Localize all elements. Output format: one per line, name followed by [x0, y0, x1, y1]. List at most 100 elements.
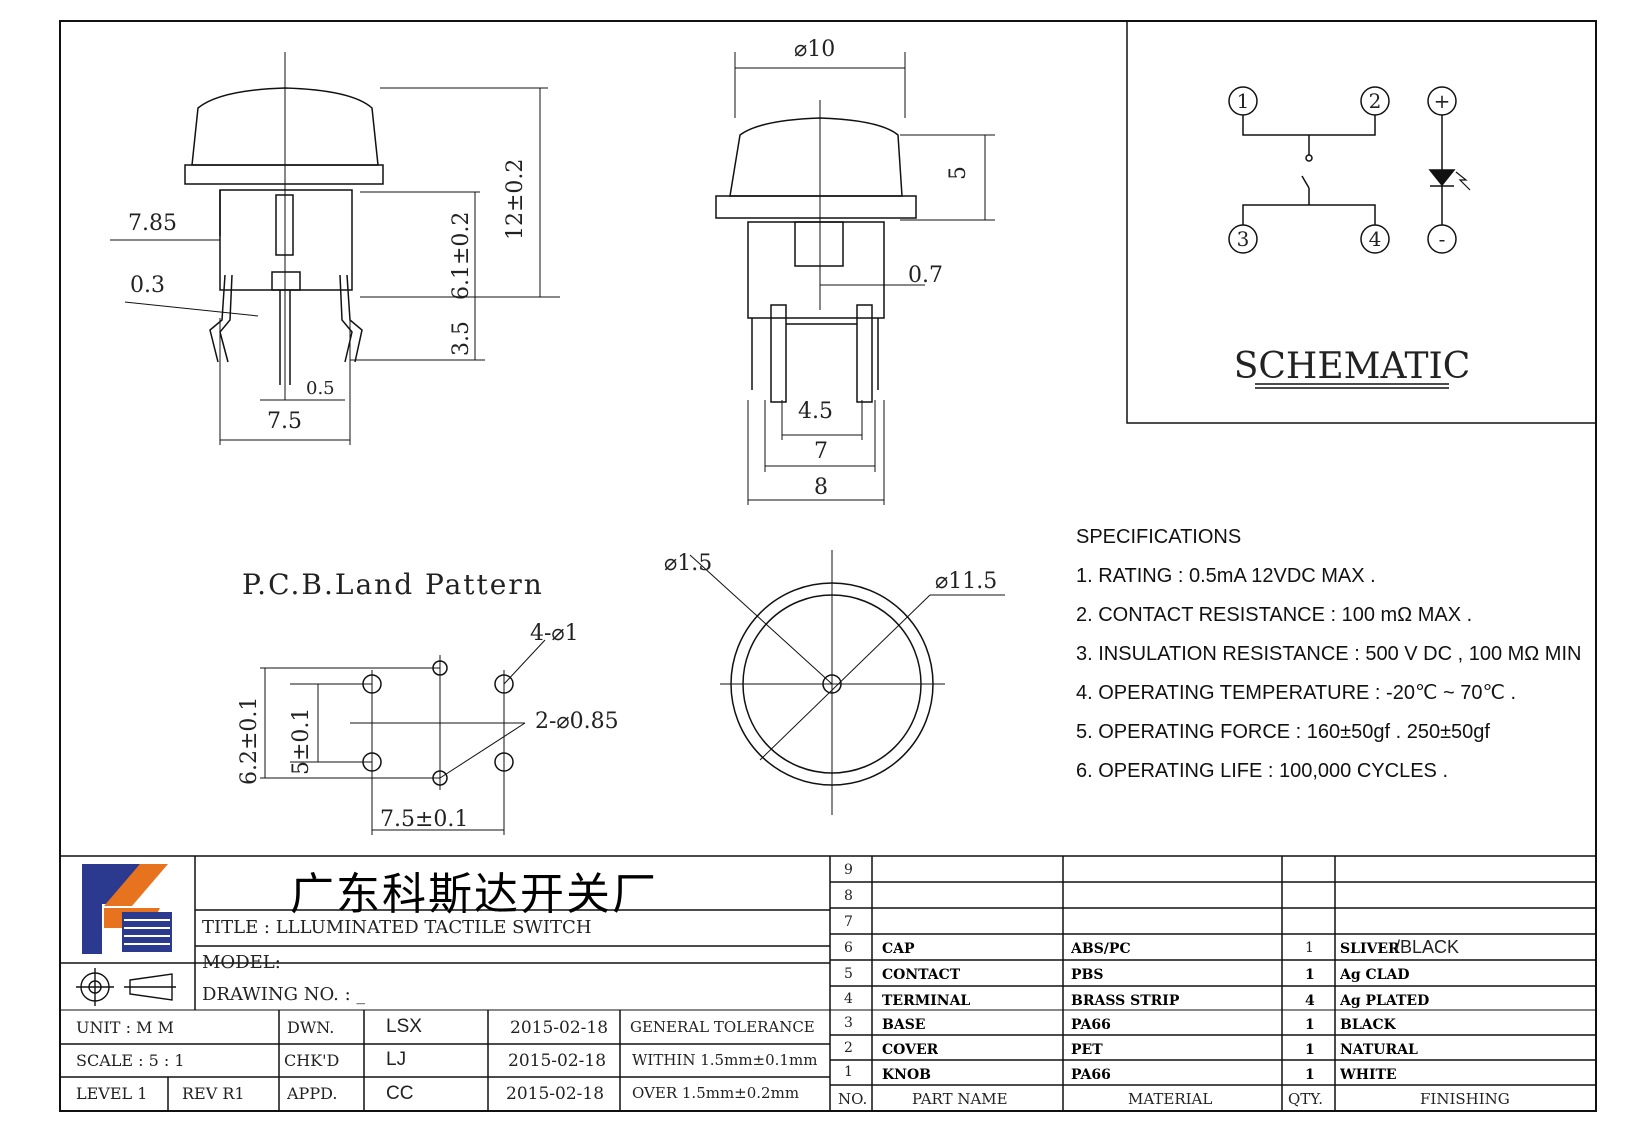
dim-pin-length: 3.5 [449, 321, 474, 356]
drawing-number: DRAWING NO. : _ [202, 984, 366, 1005]
bom-material: PA66 [1071, 1017, 1111, 1033]
bom-part-name: CONTACT [882, 967, 961, 983]
checked-label: CHK'D [284, 1051, 340, 1070]
dim-body-height: 6.1±0.2 [449, 212, 474, 300]
bom-material: BRASS STRIP [1071, 993, 1180, 1009]
bom-header-qty: QTY. [1288, 1090, 1324, 1108]
spec-item: 5. OPERATING FORCE : 160±50gf . 250±50gf [1076, 721, 1490, 743]
company-logo [82, 864, 172, 954]
dim-pcb-height-outer: 6.2±0.1 [237, 697, 262, 785]
bom-header-no: NO. [838, 1090, 868, 1108]
dim-total-height: 12±0.2 [503, 159, 528, 240]
bom-material: PET [1071, 1042, 1103, 1058]
checked-date: 2015-02-18 [508, 1051, 607, 1071]
bom-row-number: 4 [844, 991, 853, 1007]
company-name: 广东科斯达开关厂 [290, 869, 658, 920]
bom-row-number: 7 [844, 914, 853, 930]
schematic-pin-plus: + [1434, 89, 1451, 113]
spec-item: 3. INSULATION RESISTANCE : 500 V DC , 10… [1076, 643, 1582, 665]
schematic-pin-2: 2 [1369, 89, 1382, 113]
bom-material: PA66 [1071, 1067, 1111, 1083]
dim-pin-spacing: 7.5 [267, 409, 302, 434]
bom-qty: 1 [1305, 940, 1314, 956]
bom-qty: 4 [1305, 993, 1315, 1009]
bom-part-name: COVER [882, 1042, 939, 1058]
dim-pcb-width: 7.5±0.1 [380, 807, 468, 832]
bom-row-number: 3 [844, 1015, 853, 1031]
tolerance-title: GENERAL TOLERANCE [630, 1018, 815, 1036]
bom-qty: 1 [1305, 1042, 1315, 1058]
dim-top-diameter: ⌀11.5 [935, 569, 997, 594]
spec-item: 1. RATING : 0.5mA 12VDC MAX . [1076, 565, 1376, 587]
bom-finishing: Ag CLAD [1340, 967, 1410, 983]
spec-item: 6. OPERATING LIFE : 100,000 CYCLES . [1076, 760, 1449, 782]
bom-row-number: 1 [844, 1064, 853, 1080]
schematic-pin-3: 3 [1237, 227, 1250, 251]
dim-pin-offset: 0.7 [908, 263, 943, 288]
bom-qty: 1 [1305, 1067, 1315, 1083]
bom-row-number: 9 [844, 862, 853, 878]
bom-part-name: CAP [882, 941, 915, 957]
schematic-diagram [1228, 86, 1471, 389]
side-view-drawing [110, 52, 560, 445]
schematic-pin-1: 1 [1237, 89, 1250, 113]
bom-qty: 1 [1305, 967, 1315, 983]
dim-side-width: 7.85 [128, 211, 177, 236]
tolerance-within: WITHIN 1.5mm±0.1mm [632, 1051, 818, 1069]
revision-label: REV R1 [182, 1084, 245, 1103]
spec-item: 4. OPERATING TEMPERATURE : -20℃ ~ 70℃ . [1076, 682, 1517, 704]
dim-front-mid: 7 [814, 439, 828, 464]
bom-row-number: 2 [844, 1040, 853, 1056]
unit-label: UNIT : M M [76, 1018, 174, 1037]
top-view-drawing [689, 550, 1005, 815]
schematic-pin-minus: - [1439, 227, 1446, 251]
approved-by: CC [386, 1083, 414, 1104]
bom-part-name: BASE [882, 1017, 926, 1033]
bom-part-name: TERMINAL [882, 993, 971, 1009]
drawn-by: LSX [386, 1016, 422, 1037]
bom-material: PBS [1071, 967, 1104, 983]
bom-material: ABS/PC [1071, 941, 1131, 957]
bom-finishing: SLIVER [1340, 941, 1400, 957]
model-label: MODEL: [202, 952, 281, 973]
scale-label: SCALE : 5 : 1 [76, 1051, 185, 1070]
bom-finishing: WHITE [1340, 1067, 1397, 1083]
drawing-title: TITLE : LLLUMINATED TACTILE SWITCH [202, 917, 592, 938]
bom-header-material: MATERIAL [1128, 1090, 1213, 1108]
projection-symbol-icon [76, 968, 176, 1006]
drawn-label: DWN. [287, 1018, 335, 1037]
spec-heading: SPECIFICATIONS [1076, 526, 1242, 548]
dim-front-outer: 8 [814, 475, 828, 500]
bom-qty: 1 [1305, 1017, 1315, 1033]
bom-finishing: NATURAL [1340, 1042, 1418, 1058]
tolerance-over: OVER 1.5mm±0.2mm [632, 1084, 800, 1102]
bom-part-name: KNOB [882, 1067, 931, 1083]
bom-finishing: Ag PLATED [1340, 993, 1430, 1009]
dim-hole-small: ⌀1.5 [664, 551, 712, 576]
dim-pin-width: 0.5 [306, 378, 335, 399]
bom-row-number: 5 [844, 966, 853, 982]
dim-cap-diameter: ⌀10 [794, 37, 835, 62]
schematic-pin-4: 4 [1369, 227, 1382, 251]
dim-pcb-height-inner: 5±0.1 [289, 708, 314, 775]
title-block-grid [60, 855, 1596, 1111]
dim-pcb-holes-2: 2-⌀0.85 [535, 709, 619, 734]
pcb-pattern-title: P.C.B.Land Pattern [242, 568, 544, 601]
level-label: LEVEL 1 [76, 1084, 148, 1103]
dim-front-inner: 4.5 [798, 399, 833, 424]
checked-by: LJ [386, 1049, 407, 1070]
dim-pcb-holes-4: 4-⌀1 [530, 621, 579, 646]
drawn-date: 2015-02-18 [510, 1018, 609, 1038]
bom-row-number: 6 [844, 940, 853, 956]
approved-date: 2015-02-18 [506, 1084, 605, 1104]
specifications-block: SPECIFICATIONS 1. RATING : 0.5mA 12VDC M… [1076, 518, 1581, 791]
schematic-title: SCHEMATIC [1234, 346, 1471, 387]
bom-header-part-name: PART NAME [912, 1090, 1008, 1108]
front-view-drawing [715, 52, 995, 505]
dim-cap-height: 5 [946, 166, 971, 180]
bom-finishing: BLACK [1340, 1017, 1396, 1033]
bom-finishing-color: /BLACK [1395, 937, 1460, 957]
dim-pin-thickness: 0.3 [130, 273, 165, 298]
bom-row-number: 8 [844, 888, 853, 904]
